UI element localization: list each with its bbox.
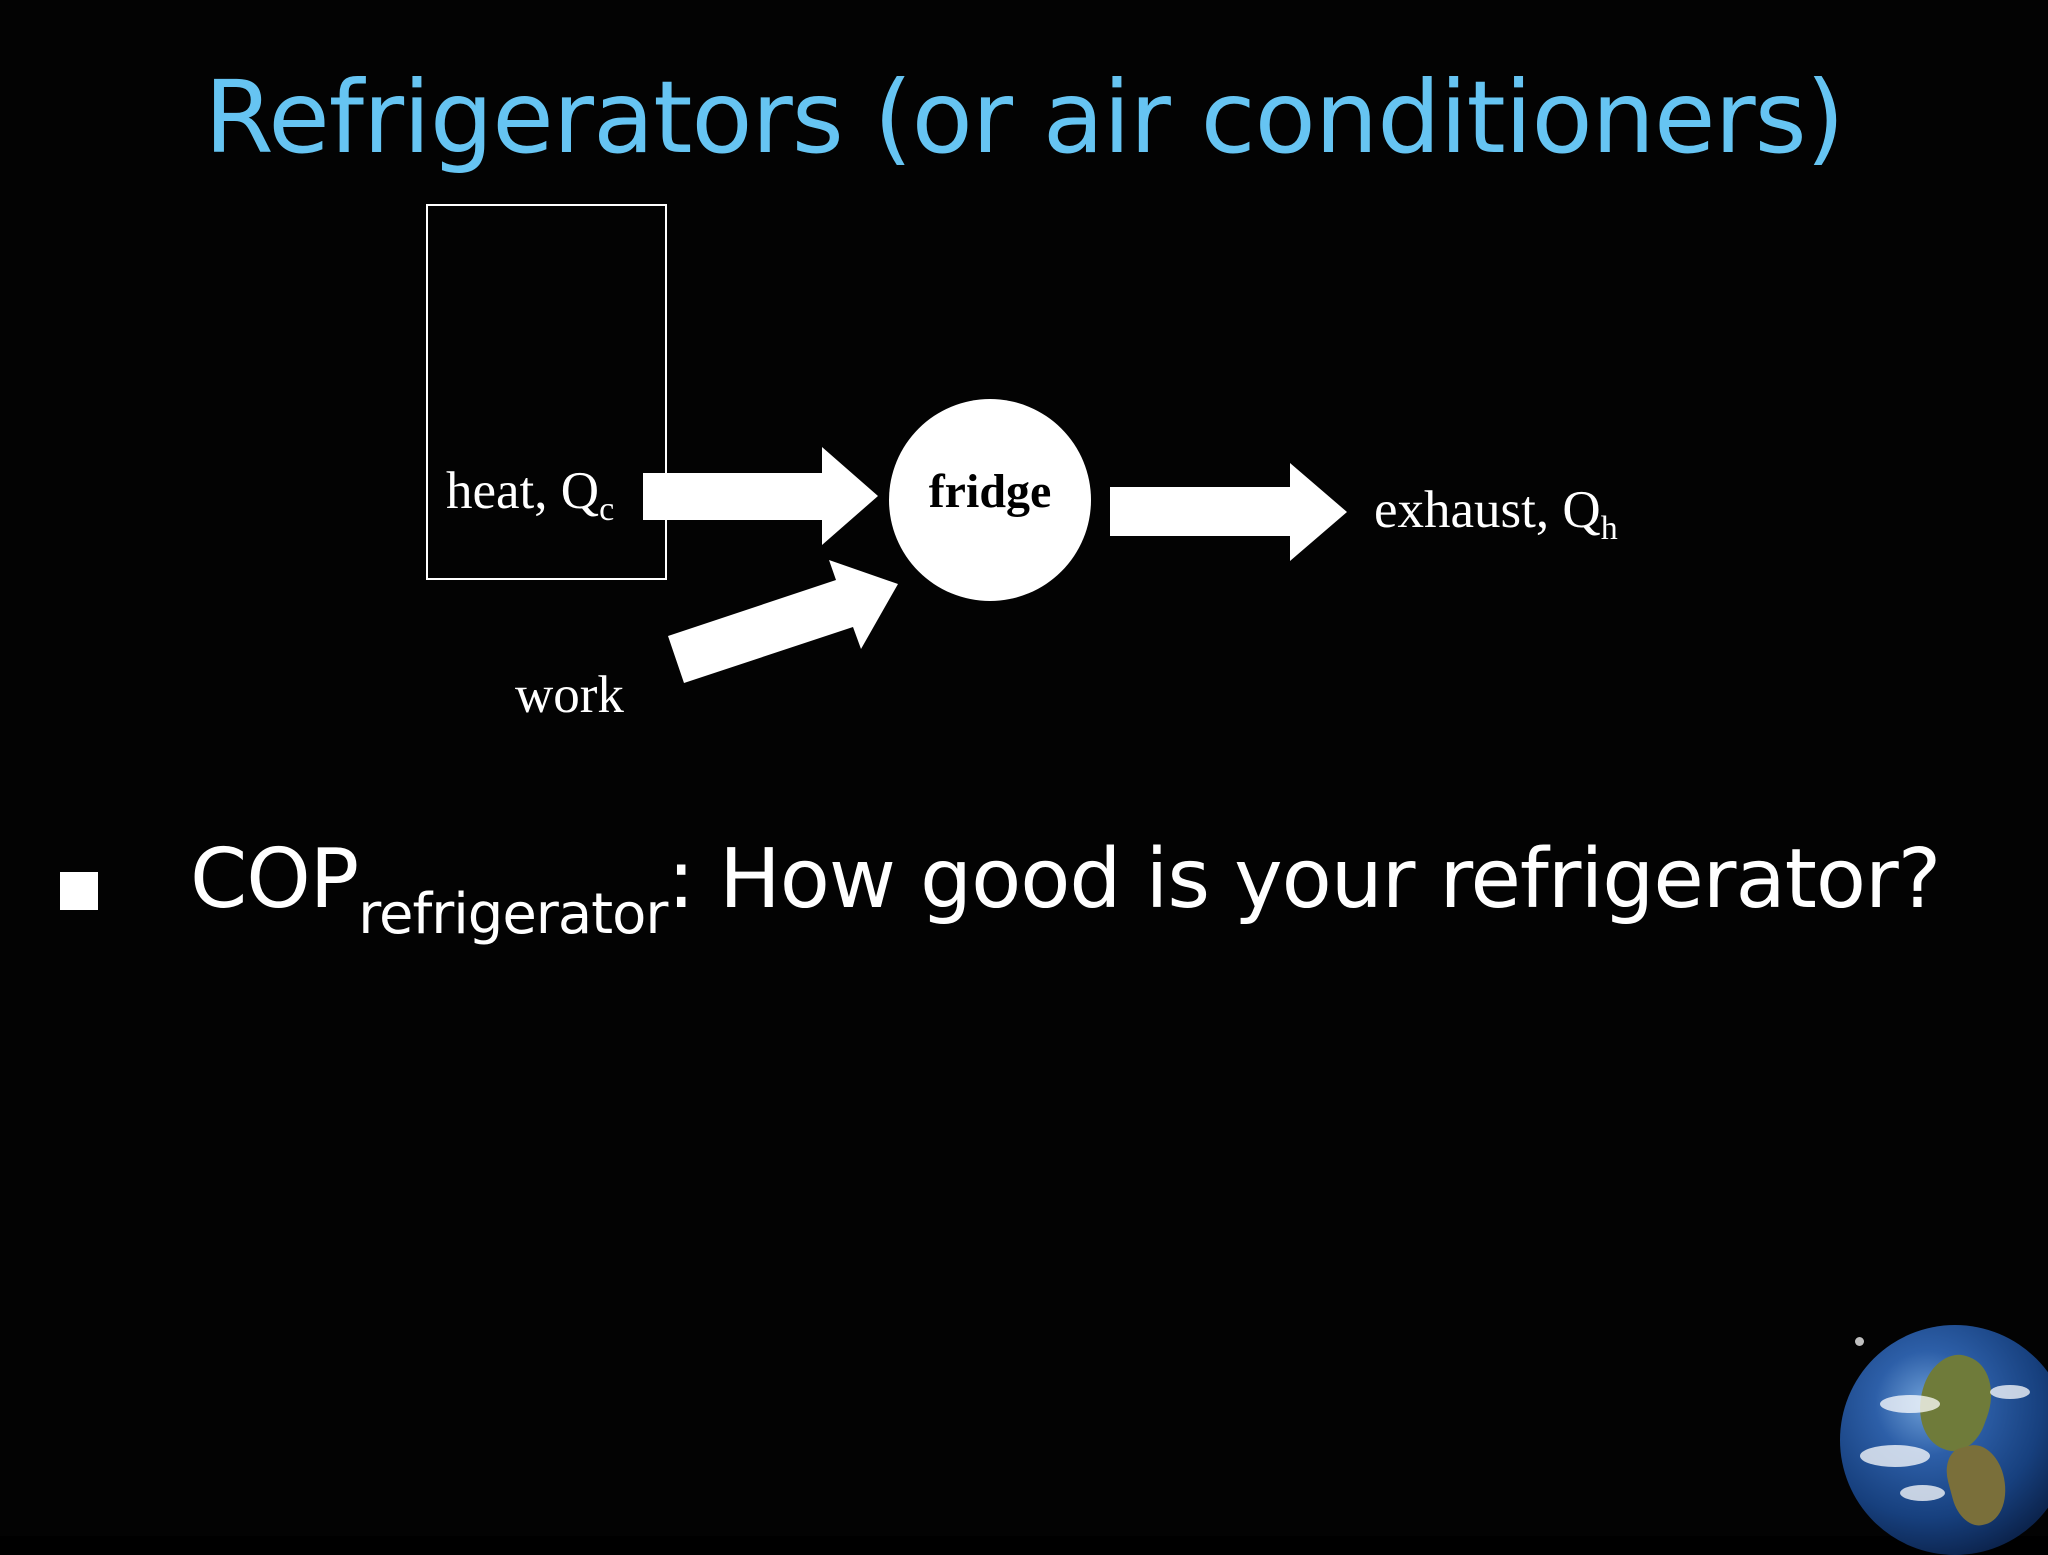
globe-cloud [1880, 1395, 1940, 1413]
heat-arrow [643, 447, 878, 545]
exhaust-label: exhaust, Qh [1374, 481, 1618, 547]
exhaust-label-subscript: h [1601, 510, 1618, 547]
bullet-question: : How good is your refrigerator? [667, 832, 1941, 927]
work-arrow [668, 560, 898, 683]
cop-subscript: refrigerator [358, 882, 668, 947]
earth-globe-icon [1840, 1325, 2048, 1555]
square-bullet-icon [60, 872, 98, 910]
fridge-label: fridge [929, 465, 1052, 518]
exhaust-arrow [1110, 463, 1347, 561]
globe-cloud [1900, 1485, 1945, 1501]
cold-reservoir-box [426, 204, 667, 580]
heat-label-text: heat, Q [446, 462, 599, 520]
globe-continent-south [1940, 1439, 2015, 1531]
work-label: work [515, 666, 624, 724]
exhaust-label-text: exhaust, Q [1374, 481, 1601, 539]
moon-dot-icon [1855, 1337, 1864, 1346]
cop-term: COP [190, 832, 359, 927]
heat-label-subscript: c [599, 491, 614, 528]
slide-title: Refrigerators (or air conditioners) [204, 59, 1845, 176]
fridge-circle [889, 399, 1091, 601]
globe-cloud [1860, 1445, 1930, 1467]
globe-cloud [1990, 1385, 2030, 1399]
bullet-text: COPrefrigerator: How good is your refrig… [190, 830, 1941, 947]
heat-label: heat, Qc [446, 462, 614, 528]
